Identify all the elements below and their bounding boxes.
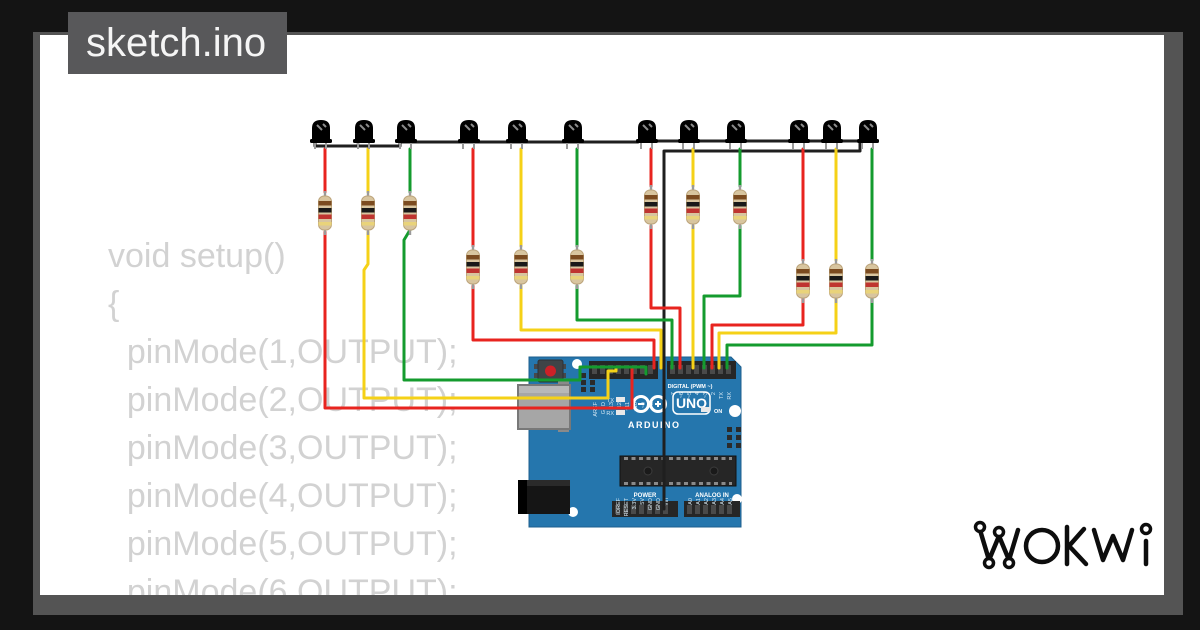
code-line: pinMode(1,OUTPUT); bbox=[108, 333, 458, 371]
code-line: pinMode(4,OUTPUT); bbox=[108, 477, 458, 515]
logo-letter-w2 bbox=[1091, 527, 1135, 563]
sketch-title-tab[interactable]: sketch.ino bbox=[68, 12, 287, 74]
diagram-canvas: void setup() { pinMode(1,OUTPUT); pinMode… bbox=[40, 35, 1164, 595]
code-preview: void setup() { pinMode(1,OUTPUT); pinMode… bbox=[108, 232, 458, 595]
code-line: void setup() bbox=[108, 237, 286, 275]
code-line: { bbox=[108, 285, 120, 323]
logo-letter-k bbox=[1064, 524, 1089, 567]
code-line: pinMode(5,OUTPUT); bbox=[108, 525, 458, 563]
code-line: pinMode(6,OUTPUT); bbox=[108, 573, 458, 595]
code-line: pinMode(2,OUTPUT); bbox=[108, 381, 458, 419]
logo-letter-o bbox=[1023, 527, 1061, 565]
wokwi-logo: WOKWI bbox=[973, 520, 1153, 570]
code-line: pinMode(3,OUTPUT); bbox=[108, 429, 458, 467]
sketch-title: sketch.ino bbox=[86, 21, 267, 65]
